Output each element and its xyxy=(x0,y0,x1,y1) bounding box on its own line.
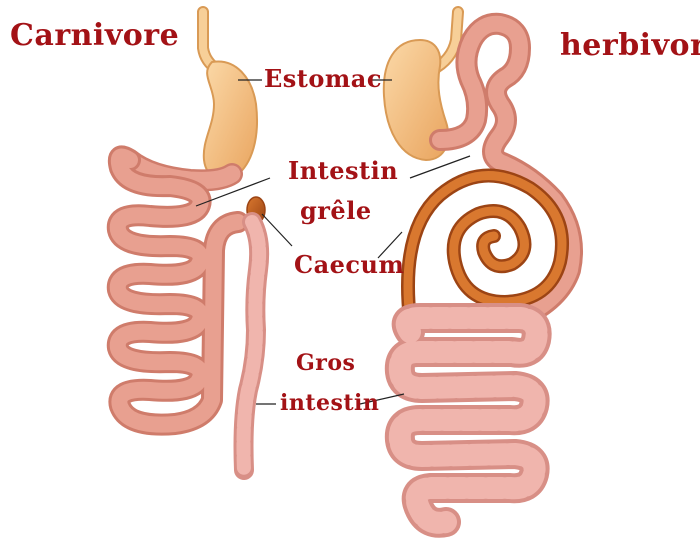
carnivore-stomach xyxy=(204,61,257,180)
label-large-intestine-line2: intestin xyxy=(280,390,379,416)
label-small-intestine-line1: Intestin xyxy=(288,156,398,185)
herbivore-large-intestine xyxy=(400,318,537,523)
label-small-intestine-line2: grêle xyxy=(300,196,372,225)
label-stomach: Estomac xyxy=(264,64,382,93)
carnivore-digestive-tract xyxy=(118,12,265,470)
title-carnivore: Carnivore xyxy=(10,18,179,53)
label-large-intestine-line1: Gros xyxy=(296,350,355,376)
herbivore-digestive-tract xyxy=(384,12,572,523)
label-caecum: Caecum xyxy=(294,250,404,279)
title-herbivore: herbivore xyxy=(560,28,700,63)
